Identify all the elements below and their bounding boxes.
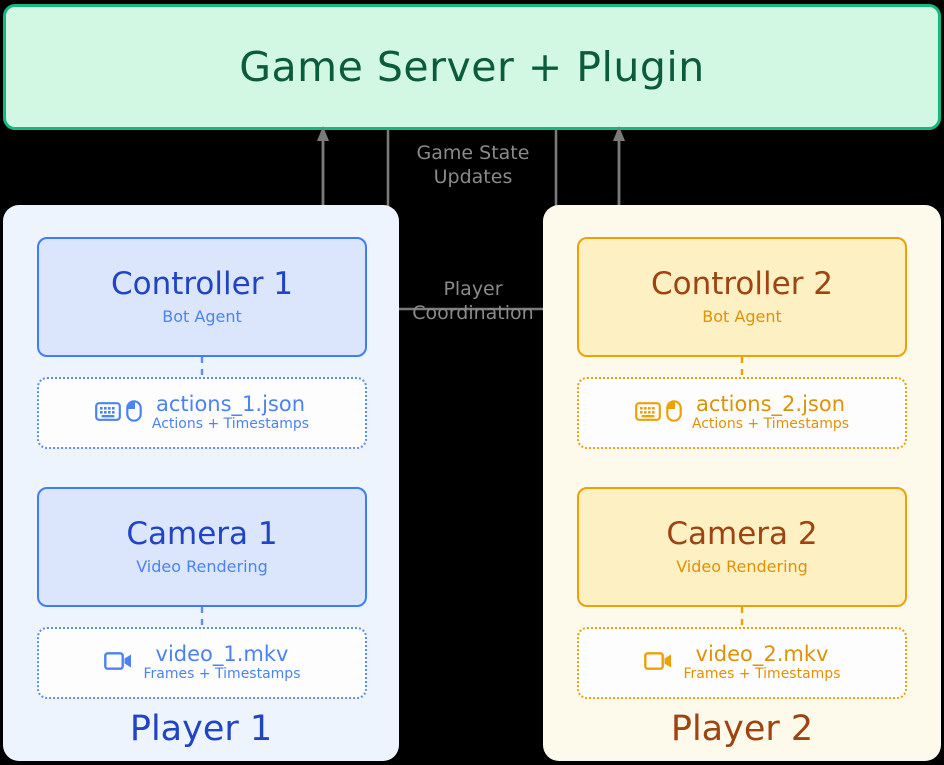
keyboard-icon bbox=[94, 401, 121, 425]
controller-title-2: Controller 2 bbox=[650, 266, 834, 303]
keyboard-icon bbox=[634, 401, 661, 425]
game-server-title: Game Server + Plugin bbox=[239, 43, 705, 91]
camera-subtitle-2: Video Rendering bbox=[676, 556, 808, 576]
camera-node-2[interactable]: Camera 2 Video Rendering bbox=[577, 487, 907, 607]
video-artifact-1[interactable]: video_1.mkv Frames + Timestamps bbox=[37, 627, 367, 699]
game-server-node: Game Server + Plugin bbox=[3, 4, 941, 130]
mouse-icon bbox=[126, 400, 142, 426]
actions-file-subtitle-1: Actions + Timestamps bbox=[151, 415, 310, 432]
actions-file-name-2: actions_2.json bbox=[695, 391, 846, 416]
artifact-text-1: actions_1.json Actions + Timestamps bbox=[151, 391, 310, 434]
actions-artifact-2[interactable]: actions_2.json Actions + Timestamps bbox=[577, 377, 907, 449]
video-file-subtitle-1: Frames + Timestamps bbox=[143, 665, 301, 682]
video-file-subtitle-2: Frames + Timestamps bbox=[683, 665, 841, 682]
actions-file-name-1: actions_1.json bbox=[155, 391, 306, 416]
camera-subtitle-1: Video Rendering bbox=[136, 556, 268, 576]
artifact-icon-group-2 bbox=[103, 650, 134, 676]
controller-node-2[interactable]: Controller 2 Bot Agent bbox=[577, 237, 907, 357]
video-file-name-1: video_1.mkv bbox=[155, 641, 289, 666]
artifact-icon-group-4 bbox=[643, 650, 674, 676]
controller-title-1: Controller 1 bbox=[110, 266, 294, 303]
artifact-text-3: actions_2.json Actions + Timestamps bbox=[691, 391, 850, 434]
camera-node-1[interactable]: Camera 1 Video Rendering bbox=[37, 487, 367, 607]
controller-node-1[interactable]: Controller 1 Bot Agent bbox=[37, 237, 367, 357]
camera-title-1: Camera 1 bbox=[126, 516, 278, 553]
video-camera-icon bbox=[643, 650, 674, 676]
video-artifact-2[interactable]: video_2.mkv Frames + Timestamps bbox=[577, 627, 907, 699]
artifact-icon-group-3 bbox=[634, 400, 682, 426]
actions-file-subtitle-2: Actions + Timestamps bbox=[691, 415, 850, 432]
video-file-name-2: video_2.mkv bbox=[695, 641, 829, 666]
controller-subtitle-2: Bot Agent bbox=[702, 306, 782, 326]
player-panel-1: Controller 1 Bot Agent bbox=[3, 205, 399, 761]
player-coordination-label: Player Coordination bbox=[412, 278, 534, 324]
player-label-2: Player 2 bbox=[670, 709, 814, 749]
artifact-icon-group-1 bbox=[94, 400, 142, 426]
artifact-text-2: video_1.mkv Frames + Timestamps bbox=[143, 641, 301, 684]
mouse-icon bbox=[666, 400, 682, 426]
controller-subtitle-1: Bot Agent bbox=[162, 306, 242, 326]
game-state-updates-label: Game State Updates bbox=[416, 142, 530, 188]
artifact-text-4: video_2.mkv Frames + Timestamps bbox=[683, 641, 841, 684]
camera-title-2: Camera 2 bbox=[666, 516, 818, 553]
player-panel-2: Controller 2 Bot Agent bbox=[543, 205, 941, 761]
video-camera-icon bbox=[103, 650, 134, 676]
player-label-1: Player 1 bbox=[129, 709, 273, 749]
actions-artifact-1[interactable]: actions_1.json Actions + Timestamps bbox=[37, 377, 367, 449]
